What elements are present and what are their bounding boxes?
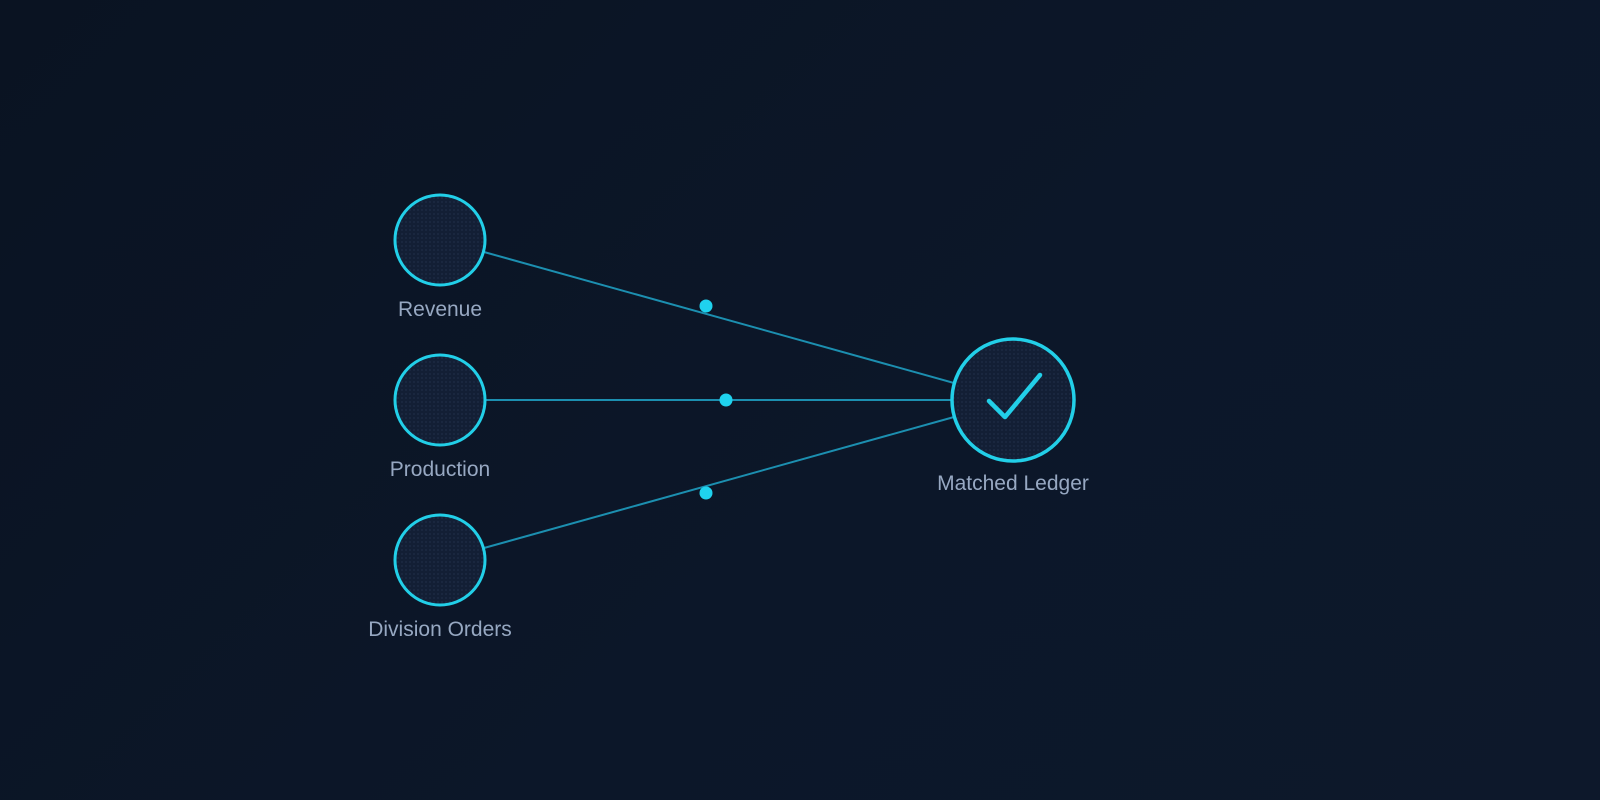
node-division-orders[interactable]: [393, 513, 487, 607]
edge-dot-production: [719, 393, 733, 407]
node-label-revenue: Revenue: [397, 298, 483, 321]
node-production[interactable]: [393, 353, 487, 447]
edge-dot-revenue: [699, 299, 713, 313]
node-matched-ledger[interactable]: [950, 337, 1076, 463]
node-label-division-orders: Division Orders: [368, 618, 512, 641]
node-revenue[interactable]: [393, 193, 487, 287]
edge-division-orders-to-ledger: [483, 416, 955, 549]
edge-revenue-to-ledger: [483, 251, 955, 384]
node-label-production: Production: [389, 458, 491, 481]
check-icon: [986, 372, 1043, 420]
node-label-matched-ledger: Matched Ledger: [937, 472, 1089, 495]
edge-dot-division-orders: [699, 486, 713, 500]
